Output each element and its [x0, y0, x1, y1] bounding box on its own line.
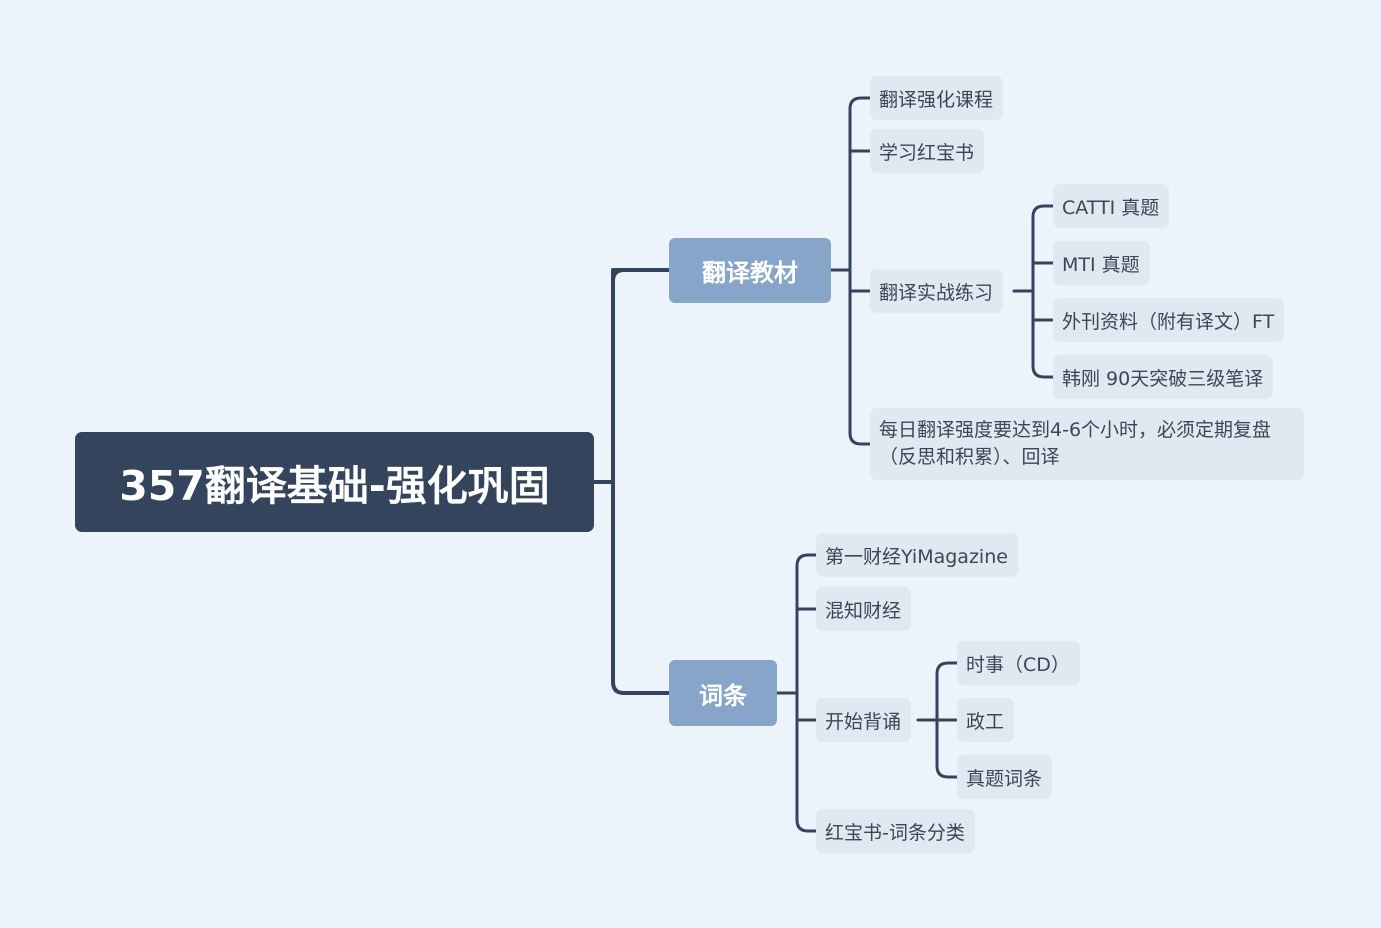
leaf-label: 政工 [966, 710, 1005, 733]
subtopic-yimagazine[interactable]: 第一财经YiMagazine [816, 533, 1018, 577]
subtopic-label: 红宝书-词条分类 [825, 821, 965, 844]
leaf-label: 韩刚 90天突破三级笔译 [1062, 367, 1264, 390]
leaf-exam-terms[interactable]: 真题词条 [957, 755, 1053, 799]
subtopic-label: 第一财经YiMagazine [825, 545, 1008, 568]
leaf-political-work[interactable]: 政工 [957, 698, 1015, 742]
subtopic-label: 翻译强化课程 [879, 88, 994, 111]
subtopic-hunzhi-finance[interactable]: 混知财经 [816, 587, 912, 631]
central-topic-label: 357翻译基础-强化巩固 [119, 462, 550, 510]
subtopic-label: 学习红宝书 [879, 141, 975, 164]
subtopic-translation-course[interactable]: 翻译强化课程 [870, 76, 1004, 120]
subtopic-translation-practice[interactable]: 翻译实战练习 [870, 269, 1004, 313]
connector-branch2-children [775, 553, 818, 833]
subtopic-label: 开始背诵 [825, 710, 902, 733]
leaf-current-affairs-cd[interactable]: 时事（CD） [957, 641, 1080, 685]
leaf-label: 时事（CD） [966, 653, 1070, 676]
central-topic[interactable]: 357翻译基础-强化巩固 [75, 432, 594, 532]
branch-topic-label: 翻译教材 [702, 259, 798, 287]
connector-root-to-branches [592, 268, 671, 695]
connector-branch1-children [829, 96, 872, 446]
branch-topic-label: 词条 [699, 681, 747, 710]
subtopic-red-book[interactable]: 学习红宝书 [870, 129, 985, 173]
subtopic-red-book-term-categories[interactable]: 红宝书-词条分类 [816, 809, 975, 853]
leaf-label: MTI 真题 [1062, 253, 1140, 276]
leaf-label: 真题词条 [966, 767, 1043, 790]
subtopic-label: 混知财经 [825, 599, 902, 622]
leaf-label: 外刊资料（附有译文）FT [1062, 310, 1275, 333]
subtopic-label: 每日翻译强度要达到4-6个小时，必须定期复盘（反思和积累）、回译 [879, 419, 1272, 468]
leaf-foreign-press-ft[interactable]: 外刊资料（附有译文）FT [1053, 298, 1285, 342]
subtopic-daily-intensity-note[interactable]: 每日翻译强度要达到4-6个小时，必须定期复盘（反思和积累）、回译 [870, 408, 1304, 480]
connector-recite-children [916, 661, 959, 779]
leaf-mti-exams[interactable]: MTI 真题 [1053, 241, 1150, 285]
branch-topic-terms[interactable]: 词条 [669, 660, 777, 726]
subtopic-label: 翻译实战练习 [879, 281, 994, 304]
leaf-label: CATTI 真题 [1062, 196, 1160, 219]
connector-practice-children [1012, 204, 1055, 379]
branch-topic-textbooks[interactable]: 翻译教材 [669, 238, 831, 303]
subtopic-start-reciting[interactable]: 开始背诵 [816, 698, 912, 742]
leaf-catti-exams[interactable]: CATTI 真题 [1053, 184, 1170, 228]
leaf-hangang-90-days[interactable]: 韩刚 90天突破三级笔译 [1053, 355, 1274, 399]
